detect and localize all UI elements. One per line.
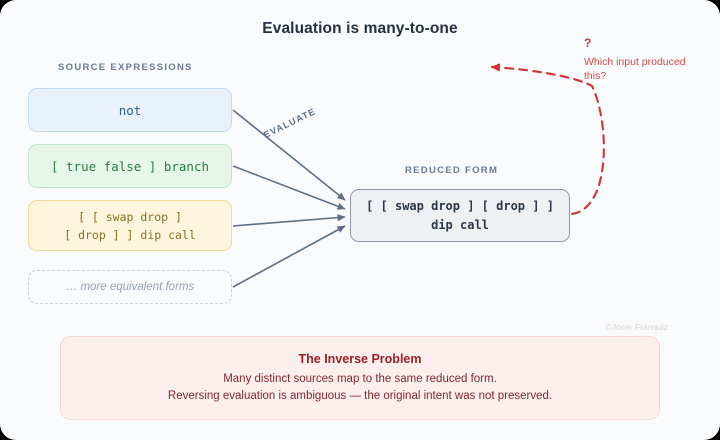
source-node-not[interactable]: not xyxy=(28,88,232,132)
source-node-branch[interactable]: [ true false ] branch xyxy=(28,144,232,188)
page-title: Evaluation is many-to-one xyxy=(262,20,458,37)
arrow-dipcall-to-reduced xyxy=(232,214,346,227)
source-expressions-heading: SOURCE EXPRESSIONS xyxy=(58,62,193,73)
inverse-problem-line1: Many distinct sources map to the same re… xyxy=(223,372,497,385)
reduced-form-line2: dip call xyxy=(431,217,489,232)
question-mark-icon: ? xyxy=(584,36,592,50)
inverse-problem-line2: Reversing evaluation is ambiguous — the … xyxy=(167,389,553,402)
watermark: ©Jocer Franquiz xyxy=(605,322,668,332)
reduced-form-heading: REDUCED FORM xyxy=(405,165,499,176)
source-node-dip-call-line2: [ drop ] ] dip call xyxy=(64,227,196,242)
evaluate-edge-label: EVALUATE xyxy=(262,106,318,140)
source-node-not-text: not xyxy=(118,102,142,118)
reduced-form-node[interactable]: [ [ swap drop ] [ drop ] ] dip call xyxy=(350,189,570,242)
inverse-problem-title: The Inverse Problem xyxy=(298,351,422,366)
arrow-branch-to-reduced xyxy=(232,165,346,210)
source-node-more-forms[interactable]: … more equivalent forms xyxy=(28,270,232,304)
arrow-more-to-reduced xyxy=(232,225,346,288)
source-node-branch-text: [ true false ] branch xyxy=(50,158,210,174)
source-node-dip-call-line1: [ [ swap drop ] xyxy=(78,209,182,224)
source-node-more-forms-text: … more equivalent forms xyxy=(65,280,195,293)
inverse-problem-panel: The Inverse Problem Many distinct source… xyxy=(60,336,660,420)
reduced-form-line1: [ [ swap drop ] [ drop ] ] xyxy=(366,198,554,213)
source-node-dip-call[interactable]: [ [ swap drop ] [ drop ] ] dip call xyxy=(28,200,232,251)
which-input-question-text: Which input produced this? xyxy=(584,56,686,82)
